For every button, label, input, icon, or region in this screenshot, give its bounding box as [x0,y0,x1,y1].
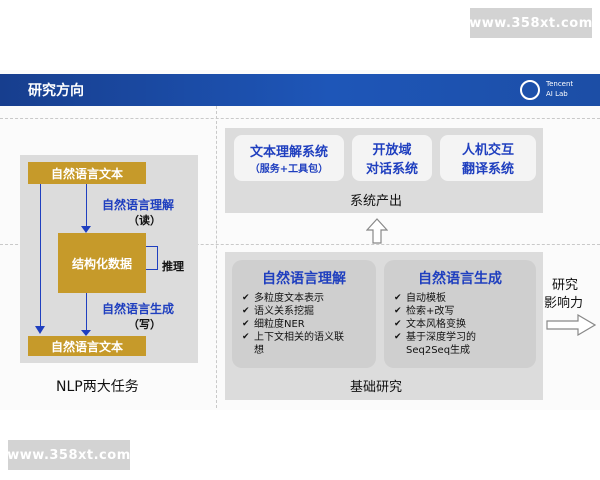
understanding-subpanel: 自然语言理解 ✔多粒度文本表示 ✔语义关系挖掘 ✔细粒度NER ✔上下文相关的语… [232,260,376,368]
arrow-right-icon [546,314,596,336]
card-open-domain-dialog: 开放域 对话系统 [352,135,432,181]
list-item: ✔上下文相关的语义联 [242,332,344,343]
check-icon: ✔ [394,319,402,329]
guide-line-top [0,118,600,119]
generation-subpanel: 自然语言生成 ✔自动模板 ✔检索+改写 ✔文本风格变换 ✔基于深度学习的 Seq… [384,260,536,368]
label-write: （写） [128,318,161,331]
arrow-down-mid-bottom-icon [81,330,91,336]
understanding-title: 自然语言理解 [262,271,346,287]
tencent-logo-icon [520,80,540,100]
research-caption: 基础研究 [350,380,403,395]
card-title: 人机交互 [461,143,514,158]
arrow-down-mid-top-icon [81,226,91,233]
list-item: ✔细粒度NER [242,319,305,330]
reasoning-loop [146,246,158,270]
check-icon: ✔ [242,306,250,316]
card-subtitle: （服务+工具包） [249,164,329,175]
card-translation: 人机交互 翻译系统 [440,135,536,181]
header-bar [0,74,600,106]
card-subtitle: 对话系统 [365,162,418,177]
arrow-up-icon [366,218,388,244]
check-icon: ✔ [394,332,402,342]
nlp-tasks-caption: NLP两大任务 [56,379,139,395]
check-icon: ✔ [394,293,402,303]
label-generation: 自然语言生成 [102,302,175,316]
structured-data-box: 结构化数据 [58,233,146,293]
list-item: ✔自动模板 [394,293,446,304]
check-icon: ✔ [242,319,250,329]
label-reasoning: 推理 [162,260,184,273]
flow-line-left [40,184,41,330]
watermark-top: www.358xt.com [469,8,592,38]
page-title: 研究方向 [28,83,84,99]
card-title: 文本理解系统 [249,145,328,160]
list-item-continued: Seq2Seq生成 [406,345,471,356]
guide-line-vertical [216,106,217,408]
check-icon: ✔ [394,306,402,316]
list-item-continued: 想 [254,345,264,356]
impact-label-line2: 影响力 [544,296,584,311]
card-title: 开放域 [372,143,412,158]
flow-line-mid-top [86,184,87,230]
text-box-top: 自然语言文本 [28,162,146,184]
list-item: ✔文本风格变换 [394,319,466,330]
list-item: ✔多粒度文本表示 [242,293,324,304]
guide-line-middle [0,244,600,245]
list-item: ✔基于深度学习的 [394,332,476,343]
watermark-bottom: www.358xt.com [7,440,130,470]
text-box-bottom: 自然语言文本 [28,336,146,356]
card-text-understanding: 文本理解系统 （服务+工具包） [234,135,344,181]
logo-text-tencent: Tencent [546,80,574,88]
arrow-down-left-icon [35,326,45,334]
flow-line-mid-bottom [86,293,87,333]
list-item: ✔语义关系挖掘 [242,306,314,317]
generation-title: 自然语言生成 [418,271,502,287]
impact-label-line1: 研究 [552,278,579,293]
label-understanding: 自然语言理解 [102,198,175,212]
systems-caption: 系统产出 [350,194,403,209]
logo-text-ai-lab: AI Lab [546,90,568,98]
check-icon: ✔ [242,332,250,342]
label-read: （读） [128,214,161,227]
list-item: ✔检索+改写 [394,306,455,317]
check-icon: ✔ [242,293,250,303]
card-subtitle: 翻译系统 [461,162,514,177]
